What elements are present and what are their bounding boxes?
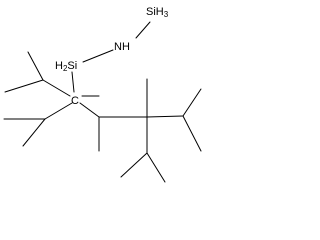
bond-nh-sih2: [82, 49, 114, 63]
sih2-subscript: 2: [63, 64, 68, 73]
bond-sih2-c: [71, 71, 75, 93]
bond-quaternary-isopropyl-right: [146, 115, 184, 118]
sih2-h: H: [55, 60, 63, 72]
bond-network: [3, 21, 202, 183]
bond-isopropyl-right-me-a: [182, 88, 202, 117]
sih3-h: H: [156, 6, 164, 18]
bond-sih3-nh: [135, 21, 151, 39]
atom-labels: SiH3 NH H2Si C: [55, 6, 169, 107]
sih3-subscript: 3: [164, 10, 169, 19]
bond-isopropyl-right-me-b: [182, 115, 202, 152]
bond-c-ch: [79, 102, 100, 118]
atom-label-sih2: H2Si: [55, 60, 77, 73]
bond-c-isopropyl-lower: [44, 102, 73, 120]
bond-isopropyl-lower-me-b: [22, 118, 46, 147]
atom-label-c: C: [71, 95, 79, 107]
sih3-symbol: Si: [146, 6, 156, 18]
molecule-diagram: SiH3 NH H2Si C: [3, 6, 202, 183]
structure-canvas: SiH3 NH H2Si C: [3, 6, 202, 183]
atom-label-nh: NH: [114, 41, 130, 53]
bond-isopropyl-bottom-me-a: [120, 152, 148, 178]
bond-c-isopropyl-upper: [42, 79, 71, 97]
bond-isopropyl-upper-me-b: [4, 79, 44, 93]
atom-label-sih3: SiH3: [146, 6, 169, 19]
bond-isopropyl-upper-me-a: [27, 51, 44, 81]
bond-isopropyl-bottom-me-b: [146, 152, 166, 183]
sih2-symbol: Si: [67, 60, 77, 72]
